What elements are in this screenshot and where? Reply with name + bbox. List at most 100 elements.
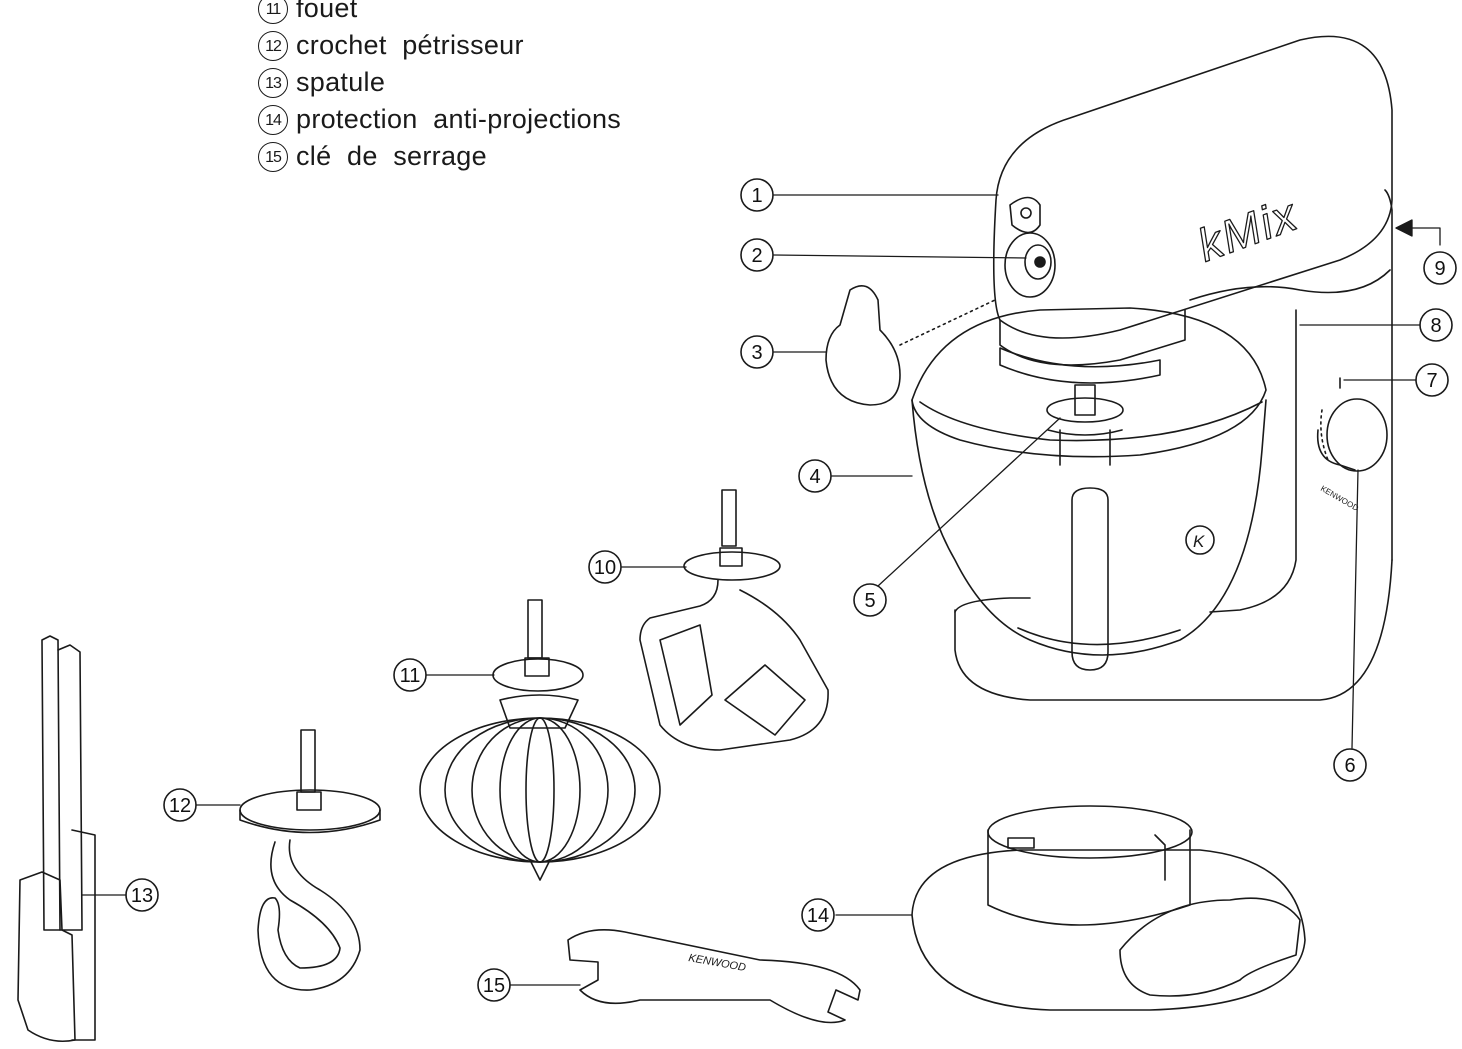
balloon-whisk: [419, 599, 661, 881]
callout-7: 7: [1415, 363, 1449, 397]
callout-4: 4: [798, 459, 832, 493]
callout-15: 15: [477, 968, 511, 1002]
drive-shaft: [1074, 384, 1096, 416]
beater-inner-right: [724, 664, 806, 736]
hook-shaft: [300, 729, 316, 793]
bowl-logo: K: [1193, 532, 1205, 551]
mixer-base: [954, 559, 1393, 701]
legend-item-13: 13 spatule: [258, 64, 621, 101]
mixer-base-top: [954, 597, 1031, 613]
beater-collar: [719, 547, 743, 567]
legend-label: clé de serrage: [296, 141, 487, 171]
outlet-cover: [825, 284, 901, 406]
leader-5: [877, 417, 1061, 587]
outlet-cover-mount: [1009, 196, 1041, 234]
callout-7-label: 7: [1426, 370, 1437, 392]
callout-12-label: 12: [169, 795, 191, 817]
callout-5: 5: [853, 583, 887, 617]
whisk-wires-3: [471, 717, 609, 863]
guard-ring: [987, 829, 1191, 926]
dough-hook: [239, 729, 381, 991]
speed-dial-scale: [1320, 409, 1329, 461]
head-ring: [999, 347, 1161, 384]
speed-dial: [1326, 398, 1388, 472]
callout-9-label: 9: [1434, 258, 1445, 280]
legend-label: spatule: [296, 67, 386, 97]
callout-1-label: 1: [751, 185, 762, 207]
legend-item-15: 15 clé de serrage: [258, 138, 621, 175]
legend-number: 12: [258, 30, 288, 61]
callout-numbers: 1 2 3 4 5 6 7 8: [125, 178, 1457, 1002]
whisk-wires-5: [525, 717, 555, 863]
callout-3: 3: [740, 335, 774, 369]
callout-3-label: 3: [751, 342, 762, 364]
callout-9: 9: [1423, 251, 1457, 285]
parts-legend: 11 fouet 12 crochet pétrisseur 13 spatul…: [258, 0, 621, 175]
stand-mixer: kMix KENWOOD K: [911, 35, 1393, 701]
callout-4-label: 4: [809, 466, 820, 488]
bowl-seat: [1017, 627, 1181, 646]
callout-8-label: 8: [1430, 315, 1441, 337]
hook-body: [257, 839, 361, 991]
slow-speed-outlet: [1004, 232, 1056, 298]
bowl-handle: [1071, 487, 1109, 671]
leader-9: [1404, 227, 1441, 246]
spatula-handle-1: [41, 635, 61, 931]
spatula-blade: [17, 871, 76, 1043]
callout-6: 6: [1333, 748, 1367, 782]
callout-14: 14: [801, 898, 835, 932]
callout-1: 1: [740, 178, 774, 212]
callout-15-label: 15: [483, 975, 505, 997]
callout-8: 8: [1419, 308, 1453, 342]
callout-2-label: 2: [751, 245, 762, 267]
whisk-wires-4: [499, 717, 581, 863]
guard-base: [911, 849, 1306, 1011]
whisk-collar: [524, 657, 550, 677]
whisk-shaft: [527, 599, 543, 659]
spatula-handle-2: [57, 644, 83, 931]
outlet-cover-dotted-guide: [899, 299, 996, 346]
legend-label: protection anti-projections: [296, 104, 622, 134]
legend-item-14: 14 protection anti-projections: [258, 101, 621, 138]
beater-shaft: [721, 489, 737, 547]
k-beater: [639, 489, 829, 751]
model-logo: kMix: [1191, 187, 1305, 271]
guard-chute-slot: [1154, 834, 1166, 881]
leader-2: [773, 254, 1027, 259]
legend-number: 14: [258, 104, 288, 135]
spatula: [17, 635, 96, 1043]
mixer-head: [992, 35, 1393, 339]
callout-10: 10: [588, 550, 622, 584]
callout-leaders: [81, 194, 1441, 986]
bowl-logo-ring: [1185, 525, 1215, 555]
leader-6: [1351, 469, 1359, 749]
callout-11: 11: [393, 658, 427, 692]
splash-guard: [911, 805, 1306, 1011]
whisk-hub: [499, 694, 579, 729]
legend-number: 11: [258, 0, 288, 24]
legend-item-11: 11 fouet: [258, 0, 621, 27]
legend-label: crochet pétrisseur: [296, 30, 524, 60]
legend-label: fouet: [296, 0, 358, 23]
wrench-body: [567, 929, 861, 1024]
callout-13: 13: [125, 878, 159, 912]
mixer-body-front: [1209, 309, 1297, 613]
legend-number: 15: [258, 141, 288, 172]
beater-inner-left: [659, 624, 713, 726]
callout-11-label: 11: [400, 665, 421, 687]
guard-tab: [1007, 837, 1035, 849]
legend-item-12: 12 crochet pétrisseur: [258, 27, 621, 64]
whisk-wires-2: [444, 717, 636, 863]
spatula-handle-3: [71, 829, 96, 1041]
beater-disc: [683, 551, 781, 581]
outlet-center: [1034, 256, 1046, 268]
body-maker-logo: KENWOOD: [1319, 484, 1360, 513]
callout-10-label: 10: [594, 557, 616, 579]
guard-ring-top: [987, 805, 1193, 859]
bowl-rim-inner: [919, 401, 1263, 442]
callout-5-label: 5: [864, 590, 875, 612]
callout-14-label: 14: [807, 905, 829, 927]
whisk-tip: [529, 859, 551, 881]
hook-disc-edge: [239, 809, 381, 834]
